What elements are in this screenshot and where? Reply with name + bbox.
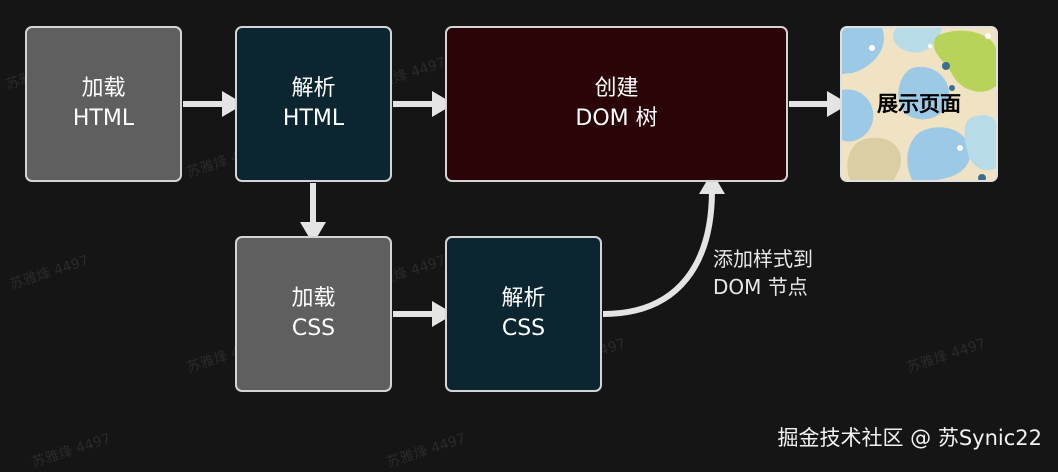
edge-label-apply-styles: 添加样式到 DOM 节点 — [713, 245, 813, 301]
node-parse-html-line2: HTML — [282, 106, 345, 131]
edge-label-line1: 添加样式到 — [713, 247, 813, 271]
node-dom-tree-line1: 创建 — [594, 76, 639, 101]
node-load-css: 加载 CSS — [235, 236, 392, 392]
arrow-load-to-parse-html — [183, 91, 244, 117]
node-create-dom-tree: 创建 DOM 树 — [445, 26, 788, 182]
node-load-html-line1: 加载 — [81, 76, 126, 101]
arrow-parse-css-to-dom — [602, 172, 725, 317]
node-parse-css: 解析 CSS — [445, 236, 602, 392]
source-credit: 掘金技术社区 @ 苏Synic22 — [777, 426, 1042, 450]
arrow-parse-html-to-dom — [393, 91, 454, 117]
node-display-page-label: 展示页面 — [877, 92, 961, 116]
arrow-dom-to-display — [789, 91, 849, 117]
node-parse-html-line1: 解析 — [291, 76, 336, 101]
node-dom-tree-line2: DOM 树 — [575, 106, 658, 131]
node-load-html: 加载 HTML — [25, 26, 182, 182]
pattern-background — [842, 28, 996, 180]
node-parse-css-line2: CSS — [501, 316, 546, 341]
arrow-load-to-parse-css — [393, 301, 454, 327]
node-load-css-line2: CSS — [291, 316, 336, 341]
arrow-parse-html-to-load-css — [300, 183, 326, 244]
node-parse-css-line1: 解析 — [501, 286, 546, 311]
node-load-html-line2: HTML — [72, 106, 135, 131]
node-parse-html: 解析 HTML — [235, 26, 392, 182]
node-display-page: 展示页面 — [840, 26, 998, 182]
edge-label-line2: DOM 节点 — [713, 275, 808, 299]
node-load-css-line1: 加载 — [291, 286, 336, 311]
